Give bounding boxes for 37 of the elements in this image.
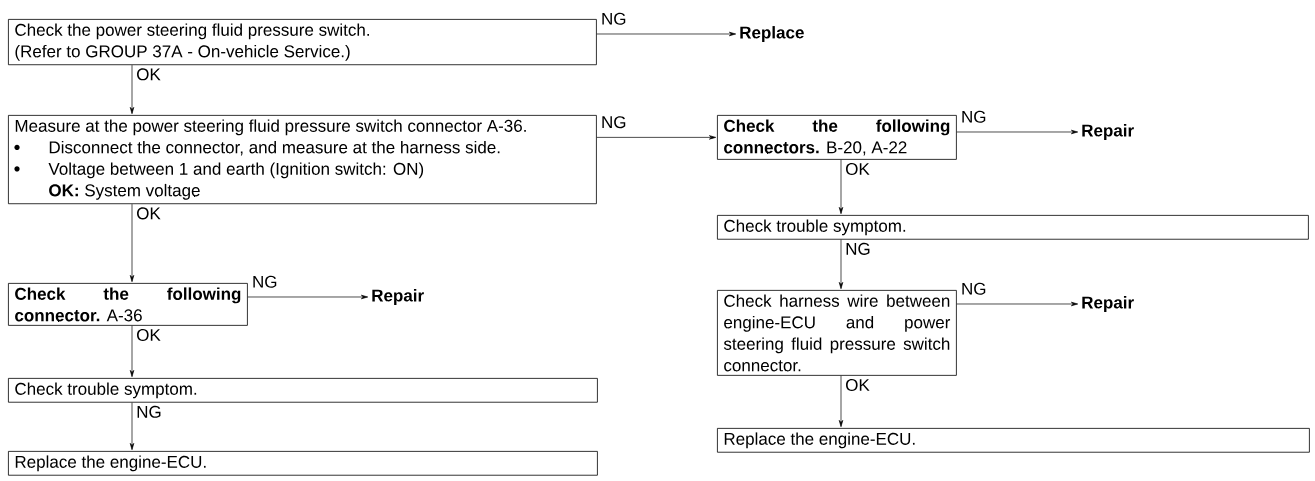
step-box: Measure at the power steering fluid pressure switch connector A-36. Disconnect the connector, and measure at the harness side. Voltage between 1 and earth (Ignition switch: ON) OK: System voltage	[8, 115, 597, 205]
edge-label: OK	[135, 67, 162, 82]
edge-label: OK	[844, 377, 871, 392]
edge-label: NG	[600, 115, 628, 130]
result-text: Replace	[740, 26, 804, 42]
arrow	[247, 294, 369, 300]
edge-label: NG	[960, 109, 988, 124]
edge-label: OK	[135, 206, 162, 221]
step-box: Replace the engine-ECU.	[8, 451, 598, 476]
step-box: Check the following connector. A-36	[8, 283, 248, 326]
step-box: Check trouble symptom.	[8, 378, 598, 403]
step-box: Check the power steering fluid pressure switch. (Refer to GROUP 37A - On-vehicle Service.)	[8, 19, 597, 66]
step-box: Replace the engine-ECU.	[717, 428, 1310, 453]
result-text: Repair	[372, 289, 424, 305]
arrow	[129, 402, 135, 451]
arrow	[956, 301, 1079, 307]
edge-label: NG	[960, 281, 988, 296]
arrow	[956, 129, 1079, 135]
arrow	[129, 203, 135, 283]
arrow	[129, 64, 135, 115]
arrow	[838, 375, 844, 428]
edge-label: NG	[844, 241, 872, 256]
step-box: Check harness wire between engine-ECU and power steering fluid pressure switch connector.	[717, 290, 957, 376]
edge-label: OK	[135, 327, 162, 342]
step-box: Check the following connectors. B-20, A-22	[717, 115, 957, 160]
result-text: Repair	[1082, 296, 1134, 312]
edge-label: OK	[844, 162, 871, 176]
edge-label: NG	[600, 11, 628, 26]
arrow	[838, 159, 844, 215]
step-box: Check trouble symptom.	[717, 215, 1309, 240]
result-text: Repair	[1082, 124, 1134, 140]
edge-label: NG	[251, 274, 279, 289]
edge-label: NG	[135, 404, 163, 419]
arrow	[838, 239, 844, 290]
arrow	[129, 325, 135, 378]
arrow	[596, 31, 737, 37]
arrow	[596, 135, 717, 140]
